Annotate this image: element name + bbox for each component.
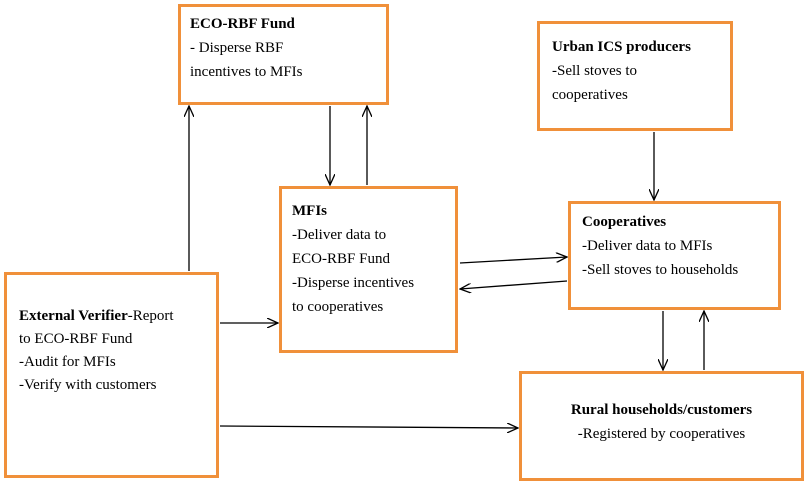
node-rural-households: Rural households/customers -Registered b… — [519, 371, 804, 481]
node-title-rest: -Report — [127, 308, 174, 324]
node-title: Cooperatives — [582, 214, 667, 230]
node-text-line: -Sell stoves to households — [582, 262, 739, 278]
node-text-line: -Deliver data to — [292, 227, 387, 243]
node-text-line: - Disperse RBF — [190, 40, 284, 56]
node-urban-ics-producers: Urban ICS producers -Sell stoves to coop… — [537, 21, 733, 131]
node-text-line: -Registered by cooperatives — [577, 426, 746, 442]
arrow-verifier-to-rural — [219, 426, 518, 428]
node-title: MFIs — [292, 203, 327, 219]
node-text-line: -Verify with customers — [19, 377, 157, 393]
node-text-line: -Disperse incentives — [292, 275, 415, 291]
node-title: ECO-RBF Fund — [190, 16, 295, 32]
node-text-line: to ECO-RBF Fund — [19, 331, 133, 347]
node-text-line: incentives to MFIs — [190, 64, 303, 80]
node-cooperatives: Cooperatives -Deliver data to MFIs -Sell… — [568, 201, 781, 310]
node-eco-rbf-fund: ECO-RBF Fund - Disperse RBF incentives t… — [178, 4, 389, 105]
node-external-verifier: External Verifier-Report to ECO-RBF Fund… — [4, 272, 219, 478]
node-text-line: cooperatives — [552, 87, 628, 103]
node-text-line: -Sell stoves to — [552, 63, 637, 79]
node-text-line: -Deliver data to MFIs — [582, 238, 713, 254]
node-title-line: External Verifier-Report — [19, 305, 216, 328]
node-text-line: -Audit for MFIs — [19, 354, 116, 370]
node-mfis: MFIs -Deliver data to ECO-RBF Fund -Disp… — [279, 186, 458, 353]
node-title: External Verifier — [19, 308, 128, 324]
node-title: Rural households/customers — [570, 402, 753, 418]
node-title: Urban ICS producers — [552, 39, 691, 55]
node-text-line: ECO-RBF Fund — [292, 251, 390, 267]
arrow-cooperatives-to-mfis — [460, 280, 568, 289]
node-text-line: to cooperatives — [292, 299, 384, 315]
arrow-mfis-to-cooperatives — [459, 257, 567, 264]
